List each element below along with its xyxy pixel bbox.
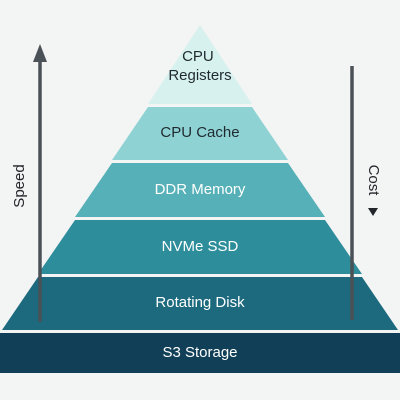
tier-rotating-disk <box>2 277 398 330</box>
tier-s3-storage <box>0 333 400 373</box>
tier-cpu-cache <box>112 107 288 160</box>
tier-label-cpu-registers: CPU Registers <box>168 48 231 84</box>
speed-axis: Speed <box>11 44 47 322</box>
tier-label-line: Registers <box>168 67 231 84</box>
tier-label-s3-storage: S3 Storage <box>162 344 237 361</box>
speed-label: Speed <box>11 164 28 207</box>
tier-labels: CPU Registers CPU Cache DDR Memory NVMe … <box>155 48 246 361</box>
cost-axis: Cost <box>350 66 382 320</box>
tier-label-nvme-ssd: NVMe SSD <box>162 238 239 255</box>
tier-label-ddr-memory: DDR Memory <box>155 181 246 198</box>
pyramid <box>0 25 400 373</box>
tier-nvme-ssd <box>38 220 362 274</box>
cost-arrow-head-icon <box>368 208 378 216</box>
tier-ddr-memory <box>75 163 325 217</box>
cost-label: Cost <box>365 165 382 197</box>
tier-label-cpu-cache: CPU Cache <box>160 124 239 141</box>
speed-arrow-head-icon <box>33 44 47 62</box>
tier-cpu-registers <box>148 25 252 104</box>
tier-label-line: CPU <box>182 48 214 65</box>
tier-label-rotating-disk: Rotating Disk <box>155 294 245 311</box>
